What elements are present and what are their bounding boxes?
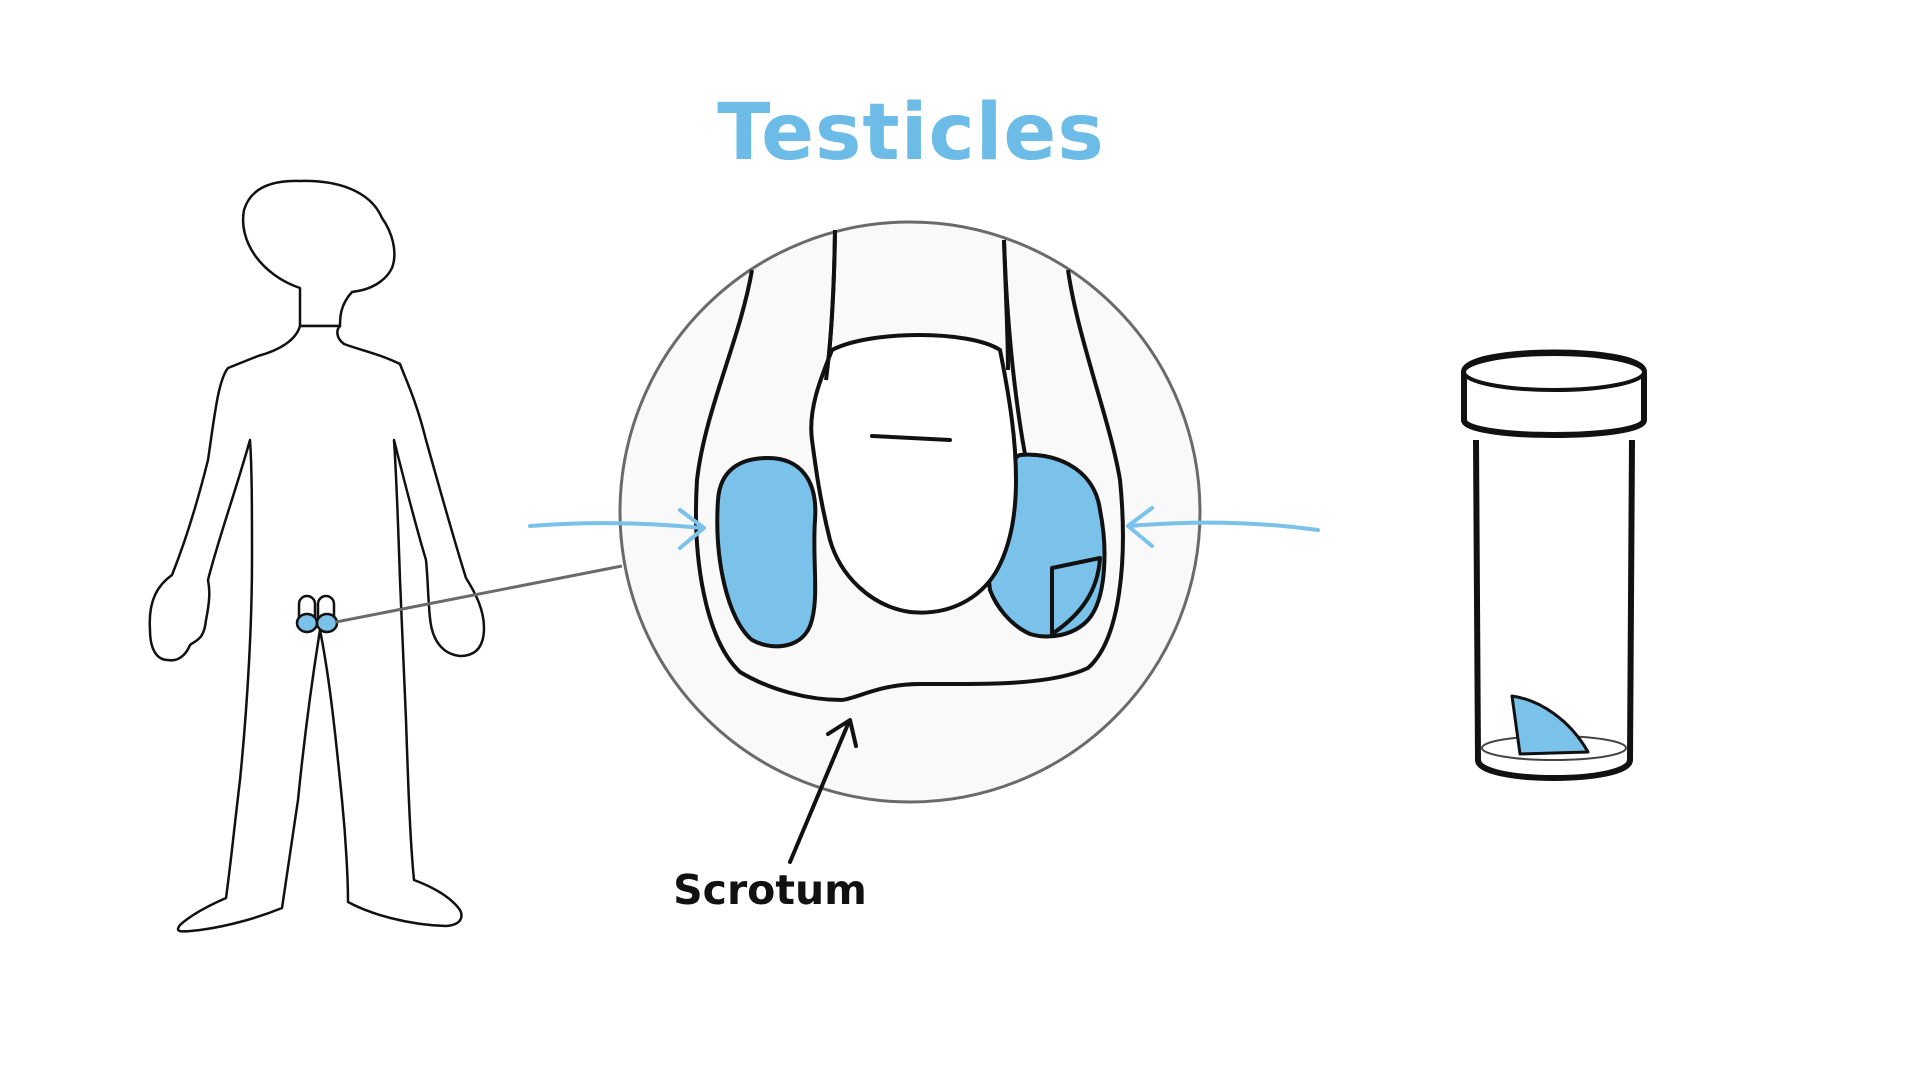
zoom-pointer-line bbox=[335, 564, 623, 624]
person-outline-icon bbox=[148, 179, 486, 933]
glans-slit bbox=[870, 434, 952, 442]
glans bbox=[809, 333, 1019, 615]
biopsy-cut-mark bbox=[1050, 556, 1102, 636]
tissue-sample bbox=[1510, 694, 1590, 756]
specimen-tube-icon bbox=[1461, 349, 1647, 781]
right-pointing-arrow-icon bbox=[1126, 506, 1320, 548]
diagram-title: Testicles bbox=[717, 88, 1105, 178]
scrotum-label: Scrotum bbox=[673, 866, 867, 914]
left-testicle bbox=[715, 455, 818, 649]
scrotum-pointer-arrow bbox=[788, 718, 858, 864]
left-pointing-arrow-icon bbox=[528, 508, 706, 550]
